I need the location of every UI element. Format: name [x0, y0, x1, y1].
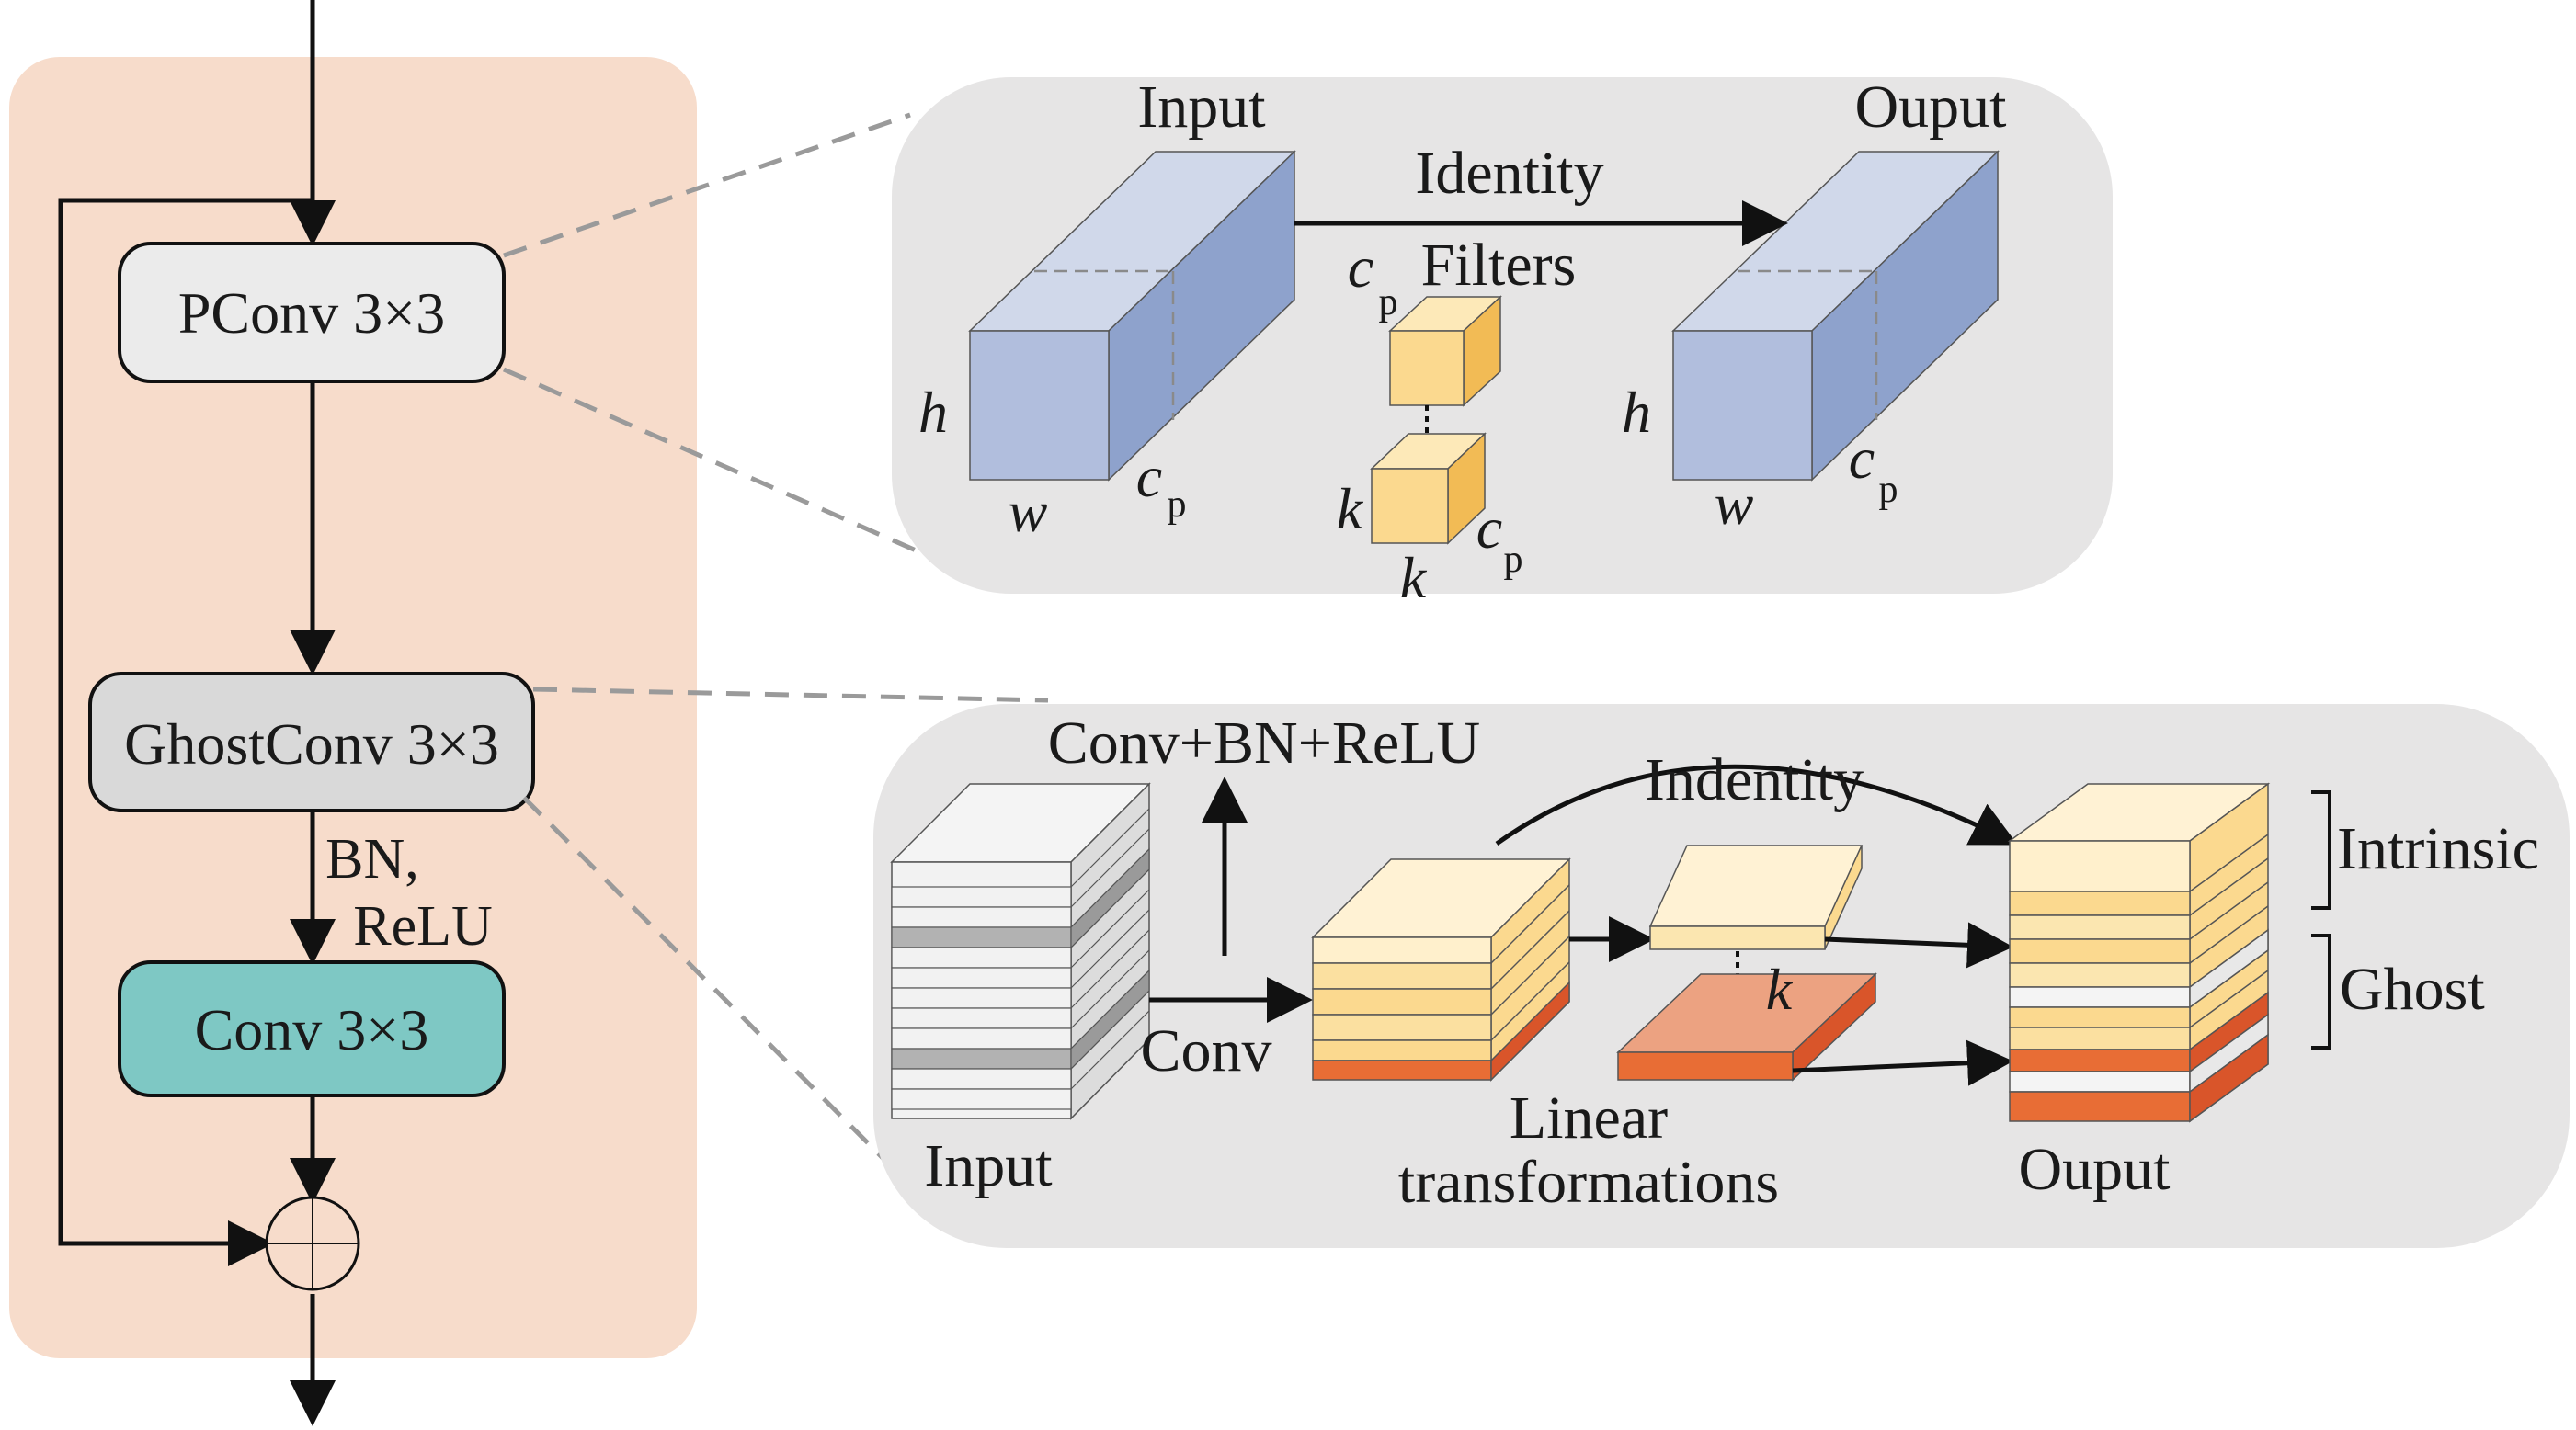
plate-to-output-arrow-bottom — [1792, 1039, 2013, 1086]
indentity-label: Indentity — [1645, 746, 1864, 813]
input-c-label: c — [1136, 444, 1162, 509]
linear-plate-light — [1648, 845, 1864, 950]
intrinsic-stack — [1311, 857, 1571, 1082]
ghost-output-stack — [2007, 782, 2271, 1123]
pconv-output-partial-lines — [1738, 269, 1878, 420]
pconv-label: PConv 3×3 — [178, 280, 445, 346]
ghost-label: Ghost — [2340, 956, 2485, 1023]
filter-c2-label: c — [1476, 495, 1502, 561]
ghost-output-label: Ouput — [2019, 1136, 2171, 1203]
main-flow-arrows — [58, 0, 336, 1426]
filter-c-label: c — [1348, 234, 1373, 300]
output-h-label: h — [1622, 380, 1651, 445]
filters-label: Filters — [1421, 232, 1577, 299]
filter-p2-label: p — [1504, 539, 1523, 581]
filter-p-label: p — [1379, 281, 1398, 323]
filter-cube-top — [1388, 295, 1502, 407]
ghost-k-label: k — [1766, 957, 1794, 1022]
filter-cube-bottom — [1370, 432, 1487, 545]
bn-label: BN, — [325, 828, 419, 891]
ghostconv-box — [88, 672, 535, 812]
conv-label: Conv 3×3 — [195, 997, 429, 1062]
input-h-label: h — [918, 380, 948, 445]
pconv-output-label: Ouput — [1855, 74, 2007, 141]
relu-label: ReLU — [353, 895, 493, 958]
input-p-label: p — [1168, 483, 1187, 526]
filter-k-bottom-label: k — [1400, 545, 1428, 610]
ghostconv-label: GhostConv 3×3 — [124, 711, 499, 777]
pconv-input-partial-lines — [1034, 269, 1175, 420]
output-p-label: p — [1879, 469, 1898, 511]
pconv-output-cuboid — [1671, 150, 2000, 482]
pconv-input-cuboid — [968, 150, 1296, 482]
input-w-label: w — [1009, 479, 1048, 544]
pconv-input-label: Input — [1137, 74, 1265, 141]
output-w-label: w — [1715, 471, 1754, 537]
ghost-conv-label: Conv — [1140, 1017, 1271, 1084]
zoom-connectors — [502, 112, 1049, 1187]
ghost-input-layers — [891, 808, 1150, 1110]
indentity-curve-arrow — [1495, 764, 2018, 846]
conv-box — [118, 960, 506, 1097]
brackets — [2311, 790, 2331, 1050]
identity-label: Identity — [1415, 140, 1603, 207]
ghost-input-label: Input — [924, 1132, 1052, 1199]
filter-k-left-label: k — [1337, 476, 1364, 541]
pconv-box — [118, 242, 506, 383]
output-c-label: c — [1849, 426, 1875, 491]
linear-label: Linear — [1510, 1084, 1668, 1152]
plate-to-output-arrow-top — [1824, 922, 2013, 969]
linear-plate-orange — [1616, 972, 1877, 1082]
add-icon — [265, 1196, 360, 1291]
intrinsic-label: Intrinsic — [2337, 815, 2539, 882]
conv-bn-relu-label: Conv+BN+ReLU — [1048, 709, 1480, 777]
transformations-label: transformations — [1398, 1149, 1779, 1216]
